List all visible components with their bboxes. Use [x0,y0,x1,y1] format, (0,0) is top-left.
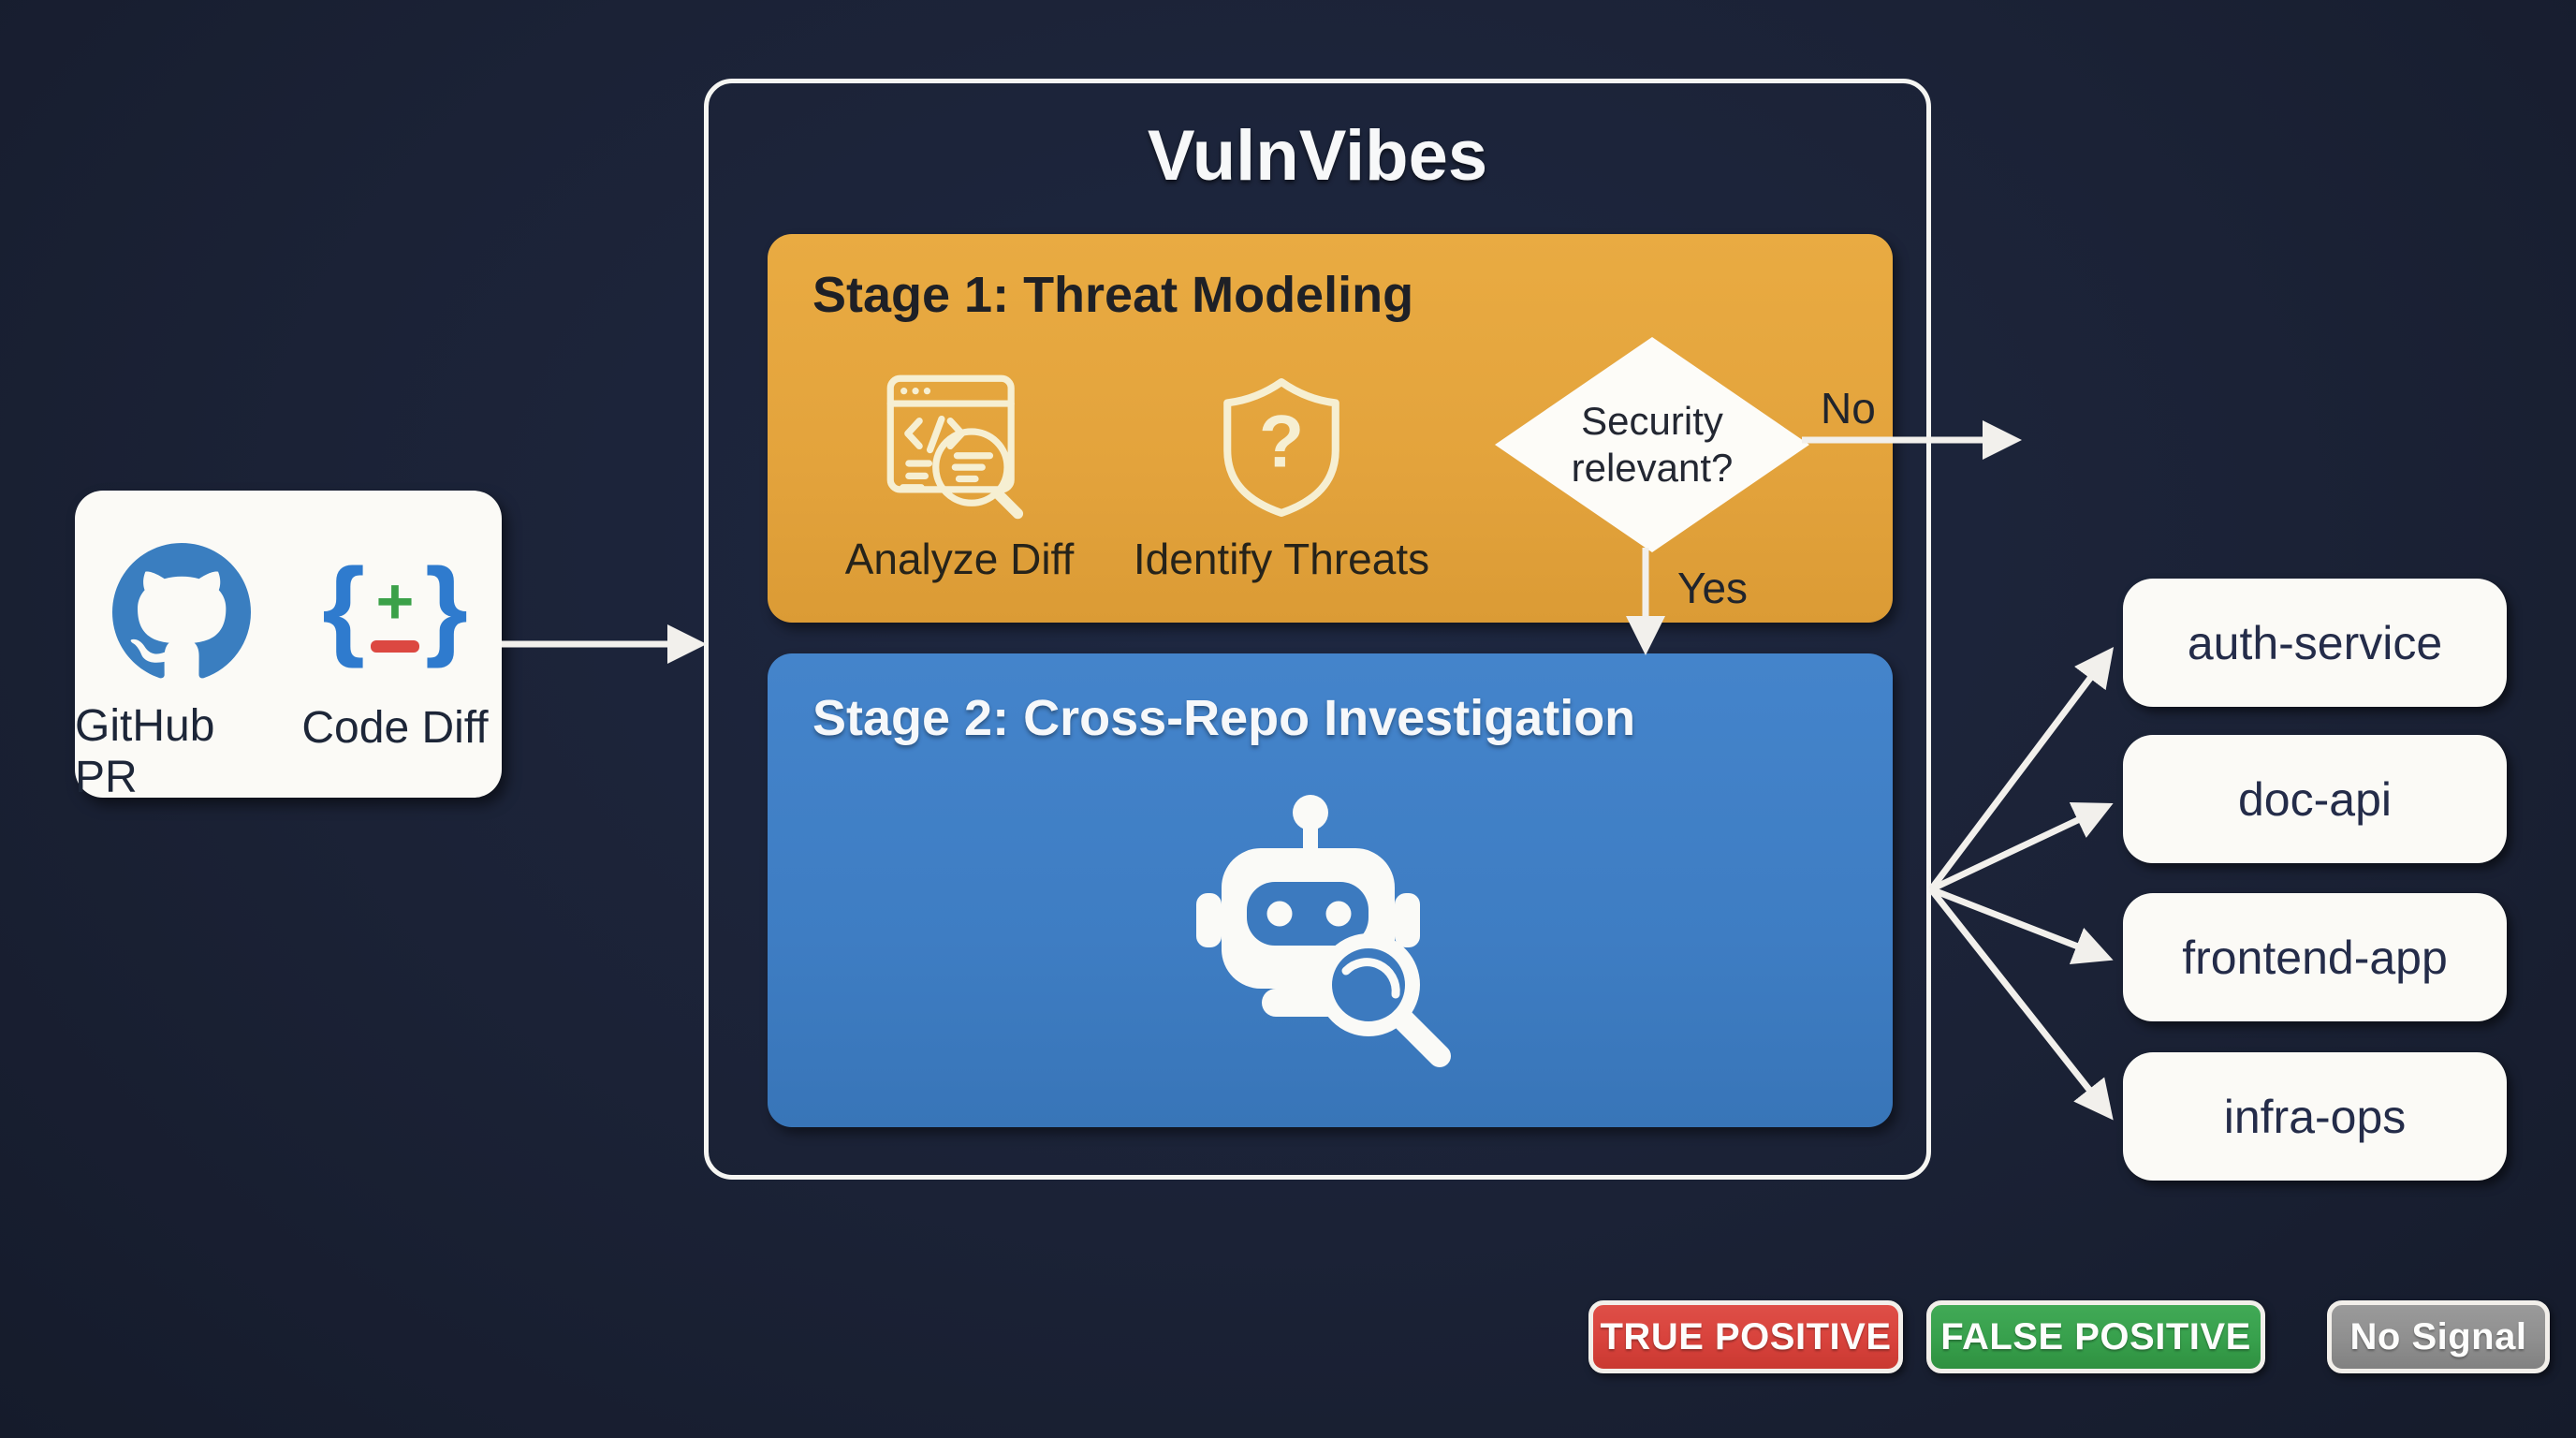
robot-magnifier-icon [1191,788,1462,1074]
repo-box-auth-service: auth-service [2123,579,2507,707]
identify-threats-label: Identify Threats [1133,535,1430,583]
decision-no-label: No [1821,384,1876,433]
analyze-diff-label: Analyze Diff [844,535,1075,583]
github-pr-item: GitHub PR [75,491,288,802]
code-diff-label: Code Diff [301,703,489,753]
analyze-diff-icon [883,373,1037,522]
fan-arrow-doc-api [1929,802,2114,893]
fan-arrow-infra-ops [1928,887,2114,1121]
svg-text:?: ? [1259,399,1304,482]
fan-arrow-frontend-app [1929,886,2114,965]
stage2-box: Stage 2: Cross-Repo Investigation [768,653,1893,1127]
diff-minus-glyph [371,639,419,653]
stage1-title: Stage 1: Threat Modeling [812,267,1414,323]
code-diff-item: { + } Code Diff [288,491,502,798]
repo-box-infra-ops: infra-ops [2123,1052,2507,1181]
repo-box-doc-api: doc-api [2123,735,2507,863]
vulnvibes-container: VulnVibes Stage 1: Threat Modeling [704,79,1931,1180]
fan-arrow-auth-service [1928,647,2115,892]
decision-question: Security relevant? [1571,398,1734,490]
diagram-title: VulnVibes [1147,116,1488,196]
analyze-diff-step: Analyze Diff [838,373,1081,584]
input-card: GitHub PR { + } Code Diff [75,491,502,802]
github-pr-label: GitHub PR [75,701,215,802]
stage2-title: Stage 2: Cross-Repo Investigation [812,690,1636,746]
decision-yes-label: Yes [1677,564,1749,612]
shield-question-icon: ? [1220,373,1343,522]
identify-threats-step: ? Identify Threats [1122,373,1441,584]
diff-plus-glyph: + [375,564,415,638]
github-icon [112,543,251,682]
true-positive-badge: TRUE POSITIVE [1588,1300,1903,1373]
stage1-box: Stage 1: Threat Modeling [768,234,1893,623]
false-positive-badge: FALSE POSITIVE [1926,1300,2265,1373]
repo-box-frontend-app: frontend-app [2123,893,2507,1021]
decision-diamond: Security relevant? [1495,337,1809,552]
code-diff-icon: { + } [322,546,468,669]
no-signal-badge: No Signal [2327,1300,2550,1373]
